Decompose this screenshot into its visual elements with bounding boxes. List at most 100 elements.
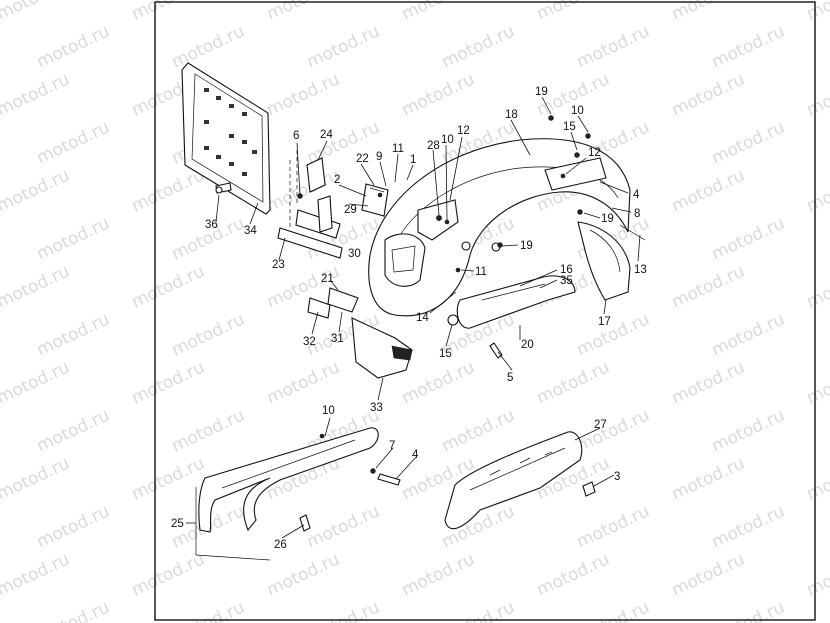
watermark-text: motod.ru — [574, 501, 653, 552]
watermark-text: motod.ru — [129, 0, 208, 25]
watermark-text: motod.ru — [709, 21, 788, 72]
watermark-text: motod.ru — [399, 357, 478, 408]
watermark-text: motod.ru — [34, 309, 113, 360]
watermark-text: motod.ru — [34, 597, 113, 623]
callout-10-mid: 10 — [441, 134, 454, 146]
fender-bracket-22 — [361, 183, 389, 217]
watermark-text: motod.ru — [534, 357, 613, 408]
watermark-text: motod.ru — [709, 405, 788, 456]
leader-lines — [186, 96, 641, 539]
watermark-text: motod.ru — [669, 261, 748, 312]
watermark-text: motod.ru — [439, 405, 518, 456]
watermark-text: motod.ru — [399, 549, 478, 600]
callout-31: 31 — [331, 333, 344, 345]
watermark-text: motod.ru — [0, 357, 73, 408]
callout-10-right: 10 — [571, 105, 584, 117]
watermark-text: motod.ru — [0, 69, 73, 120]
watermark-text: motod.ru — [129, 549, 208, 600]
callout-5: 5 — [507, 372, 513, 384]
watermark-text: motod.ru — [709, 213, 788, 264]
watermark-text: motod.ru — [669, 0, 748, 25]
callout-21: 21 — [321, 273, 334, 285]
fender-extension-17 — [577, 221, 646, 301]
watermark-text: motod.ru — [34, 501, 113, 552]
watermark-text: motod.ru — [399, 0, 478, 25]
lower-belt-cover — [444, 431, 596, 530]
tail-lamp-housing — [307, 287, 413, 379]
watermark-text: motod.ru — [534, 549, 613, 600]
fender-bracket-28 — [417, 199, 459, 241]
callout-33: 33 — [370, 402, 383, 414]
watermark-text: motod.ru — [574, 405, 653, 456]
watermark-text: motod.ru — [129, 261, 208, 312]
watermark-text: motod.ru — [129, 357, 208, 408]
callout-4-low: 4 — [412, 449, 419, 461]
watermark-text: motod.ru — [169, 405, 248, 456]
callout-12-mid: 12 — [457, 125, 470, 137]
watermark-text: motod.ru — [304, 21, 383, 72]
watermark-text: motod.ru — [709, 501, 788, 552]
watermark-text: motod.ru — [534, 0, 613, 25]
callout-7: 7 — [389, 440, 395, 452]
watermark-text: motod.ru — [804, 261, 830, 312]
upper-mount-hardware — [455, 115, 607, 273]
plate-bracket-assembly — [277, 150, 343, 259]
callout-15-top: 15 — [563, 121, 576, 133]
fender-support-strut — [447, 275, 576, 359]
callout-35: 35 — [560, 275, 573, 287]
watermark-text: motod.ru — [34, 213, 113, 264]
callout-20: 20 — [521, 339, 534, 351]
watermark-text: motod.ru — [169, 597, 248, 623]
license-plate-bracket — [181, 62, 271, 215]
callout-32: 32 — [303, 336, 316, 348]
callout-3: 3 — [614, 471, 620, 483]
watermark-text: motod.ru — [669, 165, 748, 216]
callout-labels: 34 36 23 6 24 2 29 30 22 9 11 1 28 10 12… — [171, 86, 647, 551]
watermark-text: motod.ru — [34, 21, 113, 72]
callout-27: 27 — [594, 419, 607, 431]
watermark-text: motod.ru — [574, 309, 653, 360]
lower-guard-fasteners — [319, 433, 401, 486]
callout-11-mid: 11 — [475, 266, 487, 278]
watermark-text: motod.ru — [34, 405, 113, 456]
watermark-text: motod.ru — [804, 165, 830, 216]
callout-34: 34 — [244, 225, 257, 237]
watermark-text: motod.ru — [669, 357, 748, 408]
watermark-text: motod.ru — [709, 597, 788, 623]
callout-9: 9 — [376, 151, 382, 163]
watermark-text: motod.ru — [169, 309, 248, 360]
callout-29: 29 — [344, 204, 357, 216]
watermark-text: motod.ru — [304, 501, 383, 552]
watermark-text: motod.ru — [804, 69, 830, 120]
watermark-text: motod.ru — [264, 0, 343, 25]
watermark-text: motod.ru — [0, 549, 73, 600]
callout-11-top: 11 — [392, 143, 404, 155]
watermark-text: motod.ru — [669, 69, 748, 120]
watermark-text: motod.ru — [0, 165, 73, 216]
watermark-text: motod.ru — [264, 69, 343, 120]
watermark-text: motod.ru — [264, 357, 343, 408]
watermark-text: motod.ru — [804, 453, 830, 504]
watermark-text: motod.ru — [804, 357, 830, 408]
callout-15-low: 15 — [439, 348, 452, 360]
watermark-text: motod.ru — [804, 549, 830, 600]
watermark-text: motod.ru — [129, 165, 208, 216]
callout-1: 1 — [410, 154, 416, 166]
callout-17: 17 — [598, 316, 611, 328]
watermark-text: motod.ru — [169, 21, 248, 72]
callout-16: 16 — [560, 264, 573, 276]
watermark-text: motod.ru — [669, 549, 748, 600]
callout-6: 6 — [293, 130, 299, 142]
watermark-text: motod.ru — [669, 453, 748, 504]
watermark-text: motod.ru — [0, 453, 73, 504]
watermark-text: motod.ru — [304, 597, 383, 623]
watermark-text: motod.ru — [0, 0, 73, 25]
callout-19-mid: 19 — [520, 240, 533, 252]
callout-23: 23 — [272, 259, 285, 271]
watermark-text: motod.ru — [709, 117, 788, 168]
watermark-text: motod.ru — [34, 117, 113, 168]
callout-8: 8 — [634, 208, 640, 220]
callout-14: 14 — [416, 312, 429, 324]
callout-13: 13 — [634, 264, 647, 276]
lower-chain-guard — [195, 427, 379, 561]
